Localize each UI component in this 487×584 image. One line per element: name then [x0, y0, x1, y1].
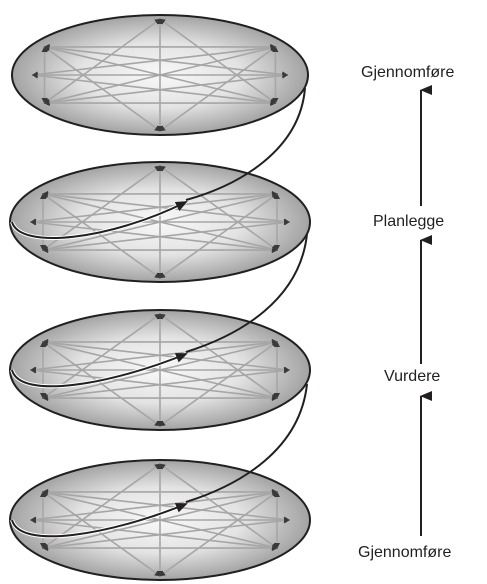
connector-line	[31, 72, 155, 90]
spiral-1-2-front	[11, 201, 188, 239]
connector-line	[43, 88, 167, 106]
connector-line	[153, 88, 277, 106]
connector-line	[153, 44, 277, 62]
spiral-connectors	[10, 87, 308, 539]
spiral-1-2-back	[185, 87, 306, 201]
connector-line	[42, 519, 161, 550]
connector-line	[30, 207, 155, 225]
disc-layers	[9, 14, 311, 581]
connector-line	[159, 519, 278, 550]
spiral-3-4-back	[185, 383, 308, 503]
connector-line	[153, 235, 278, 253]
spiral-3-4-front	[11, 503, 188, 538]
connector-line	[165, 517, 290, 535]
connector-line	[165, 60, 289, 78]
connector-line	[42, 340, 161, 371]
star-network	[30, 313, 290, 427]
star-network	[30, 165, 290, 279]
connector-line	[159, 45, 277, 76]
disc-2	[9, 161, 311, 283]
connector-line	[153, 339, 278, 357]
label-gjennomfore-bottom: Gjennomføre	[358, 544, 452, 561]
connector-line	[30, 355, 155, 373]
connector-line	[42, 489, 167, 507]
connector-line	[30, 367, 155, 385]
star-network	[31, 18, 289, 132]
connector-line	[153, 533, 278, 551]
connector-line	[42, 235, 167, 253]
connector-line	[42, 490, 161, 521]
connector-line	[159, 490, 278, 521]
connector-line	[159, 340, 278, 371]
spiral-2-3-front	[11, 353, 188, 388]
disc-4	[9, 459, 311, 581]
connector-line	[153, 383, 278, 401]
connector-line	[42, 221, 161, 252]
disc-3	[9, 309, 311, 431]
connector-line	[30, 505, 155, 523]
spiral-2-3-back	[185, 233, 308, 353]
connector-line	[43, 74, 161, 105]
connector-line	[30, 219, 155, 237]
label-gjennomfore-top: Gjennomføre	[361, 64, 455, 81]
connector-line	[42, 192, 161, 223]
connector-line	[153, 489, 278, 507]
connector-line	[31, 60, 155, 78]
star-network	[30, 463, 290, 577]
connector-line	[159, 192, 278, 223]
connector-line	[159, 221, 278, 252]
connector-line	[42, 369, 161, 400]
connector-line	[42, 339, 167, 357]
label-planlegge: Planlegge	[373, 213, 445, 230]
connector-line	[30, 517, 155, 535]
label-vurdere: Vurdere	[384, 368, 441, 385]
connector-line	[42, 383, 167, 401]
connector-line	[43, 45, 161, 76]
connector-line	[165, 367, 290, 385]
connector-line	[42, 533, 167, 551]
connector-line	[42, 191, 167, 209]
connector-line	[159, 369, 278, 400]
connector-line	[43, 44, 167, 62]
connector-line	[165, 219, 290, 237]
disc-1	[11, 14, 309, 136]
connector-line	[159, 74, 277, 105]
connector-line	[165, 72, 289, 90]
